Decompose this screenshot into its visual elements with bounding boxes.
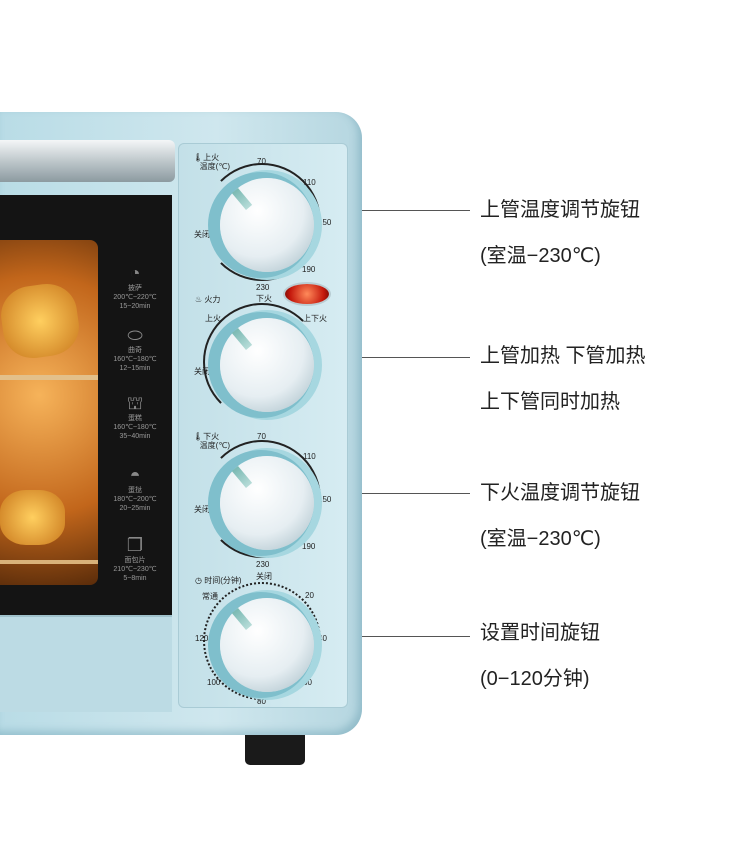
mode-off: 关闭 xyxy=(194,367,210,376)
scale-mark: 150 xyxy=(318,218,332,227)
recipe-name: 曲奇 xyxy=(128,347,142,354)
recipe-temp: 160℃~180℃ xyxy=(113,424,157,431)
annotation-title: 上管温度调节旋钮 xyxy=(480,199,640,221)
lower-temp-title: 🌡下火 温度(℃) xyxy=(193,432,230,450)
title-line2: 温度(℃) xyxy=(199,441,230,450)
heat-mode-knob[interactable] xyxy=(220,318,314,412)
recipe-name: 面包片 xyxy=(124,557,146,564)
scale-mark: 110 xyxy=(303,178,316,187)
cake-icon: ⛫ xyxy=(126,393,144,413)
mode-both: 上下火 xyxy=(303,314,327,323)
scale-mark: 20 xyxy=(305,591,314,600)
scale-mark: 190 xyxy=(302,542,316,551)
door-frame-bottom xyxy=(0,615,172,712)
thermometer-icon: 🌡 xyxy=(193,153,204,162)
recipe-time: 12~15min xyxy=(119,365,151,372)
oven-rack xyxy=(0,375,98,380)
timer-off: 关闭 xyxy=(256,572,272,581)
scale-mark: 40 xyxy=(318,634,327,643)
recipe-guide: ◔ 披萨 200℃~220℃ 15~20min ⬭ 曲奇 160℃~180℃ 12~15mi… xyxy=(103,262,167,583)
recipe-item: ❐ 面包片 210℃~230℃ 5~8min xyxy=(103,534,167,583)
scale-mark: 230 xyxy=(256,283,270,292)
recipe-name: 蛋挞 xyxy=(128,487,142,494)
annotation-heat-mode: 上管加热 下管加热上下管同时加热 xyxy=(480,344,720,414)
upper-temp-scale xyxy=(203,163,321,281)
timer-always-on: 常通 xyxy=(202,592,218,601)
heat-mode-scale xyxy=(203,303,321,421)
scale-mark: 110 xyxy=(303,452,316,461)
callout-line xyxy=(362,636,470,637)
scale-off: 关闭 xyxy=(194,505,210,514)
timer-scale xyxy=(203,582,321,700)
lower-temp-knob[interactable] xyxy=(220,456,314,550)
egg-tart-icon: ◓ xyxy=(129,465,141,485)
annotation-detail: (0−120分钟) xyxy=(480,668,590,690)
annotation-title: 上管加热 下管加热 xyxy=(480,345,646,367)
annotation-detail: (室温−230℃) xyxy=(480,245,601,267)
thermometer-icon: 🌡 xyxy=(193,432,204,441)
annotation-lower-temp: 下火温度调节旋钮 (室温−230℃) xyxy=(480,481,720,551)
recipe-time: 20~25min xyxy=(119,505,151,512)
recipe-item: ⬭ 曲奇 160℃~180℃ 12~15min xyxy=(103,324,167,392)
callout-line xyxy=(362,493,470,494)
timer-title: ◷ 时间(分钟) xyxy=(195,576,242,585)
recipe-temp: 160℃~180℃ xyxy=(113,356,157,363)
scale-mark: 70 xyxy=(257,157,266,166)
mode-lower: 下火 xyxy=(256,294,272,303)
scale-mark: 80 xyxy=(257,697,266,706)
upper-temp-title: 🌡上火 温度(℃) xyxy=(193,153,230,171)
annotation-upper-temp: 上管温度调节旋钮 (室温−230℃) xyxy=(480,198,720,268)
callout-line xyxy=(362,210,470,211)
annotation-title: 下火温度调节旋钮 xyxy=(480,482,640,504)
cookie-icon: ⬭ xyxy=(127,325,143,345)
food-lower xyxy=(0,490,65,545)
knob-pointer xyxy=(231,466,253,488)
recipe-name: 披萨 xyxy=(128,285,142,292)
recipe-temp: 180℃~200℃ xyxy=(113,496,157,503)
title-line2: 温度(℃) xyxy=(199,162,230,171)
scale-mark: 120 xyxy=(195,634,209,643)
toast-icon: ❐ xyxy=(126,535,144,555)
upper-temp-knob[interactable] xyxy=(220,178,314,272)
recipe-temp: 200℃~220℃ xyxy=(113,294,157,301)
mode-upper: 上火 xyxy=(205,314,221,323)
scale-mark: 230 xyxy=(256,560,270,569)
scale-off: 关闭 xyxy=(194,230,210,239)
baking-tray xyxy=(0,560,98,564)
recipe-time: 5~8min xyxy=(123,575,147,582)
title-text: 时间(分钟) xyxy=(204,576,242,585)
recipe-time: 35~40min xyxy=(119,433,151,440)
scale-mark: 150 xyxy=(318,495,332,504)
oven-foot xyxy=(245,735,305,765)
title-text: 火力 xyxy=(204,295,221,304)
recipe-item: ⛫ 蛋糕 160℃~180℃ 35~40min xyxy=(103,392,167,464)
knob-pointer xyxy=(231,188,253,210)
door-handle xyxy=(0,140,175,182)
timer-knob[interactable] xyxy=(220,598,314,692)
annotation-detail: (室温−230℃) xyxy=(480,528,601,550)
annotation-title: 设置时间旋钮 xyxy=(480,622,600,644)
knob-pointer xyxy=(231,608,253,630)
annotation-timer: 设置时间旋钮 (0−120分钟) xyxy=(480,621,720,691)
recipe-time: 15~20min xyxy=(119,303,151,310)
scale-mark: 190 xyxy=(302,265,316,274)
knob-pointer xyxy=(231,328,253,350)
clock-icon: ◷ xyxy=(195,576,202,585)
recipe-name: 蛋糕 xyxy=(128,415,142,422)
pizza-icon: ◔ xyxy=(129,263,141,283)
title-line1: 下火 xyxy=(203,432,220,441)
callout-line xyxy=(362,357,470,358)
scale-mark: 60 xyxy=(303,678,312,687)
recipe-item: ◓ 蛋挞 180℃~200℃ 20~25min xyxy=(103,464,167,534)
annotation-detail: 上下管同时加热 xyxy=(480,391,620,413)
recipe-item: ◔ 披萨 200℃~220℃ 15~20min xyxy=(103,262,167,324)
heat-mode-title: ♨ 火力 xyxy=(195,295,220,304)
scale-mark: 70 xyxy=(257,432,266,441)
flame-icon: ♨ xyxy=(195,295,203,304)
scale-mark: 100 xyxy=(207,678,221,687)
title-line1: 上火 xyxy=(203,153,220,162)
recipe-temp: 210℃~230℃ xyxy=(113,566,157,573)
lower-temp-scale xyxy=(203,440,321,558)
indicator-light xyxy=(285,284,329,304)
